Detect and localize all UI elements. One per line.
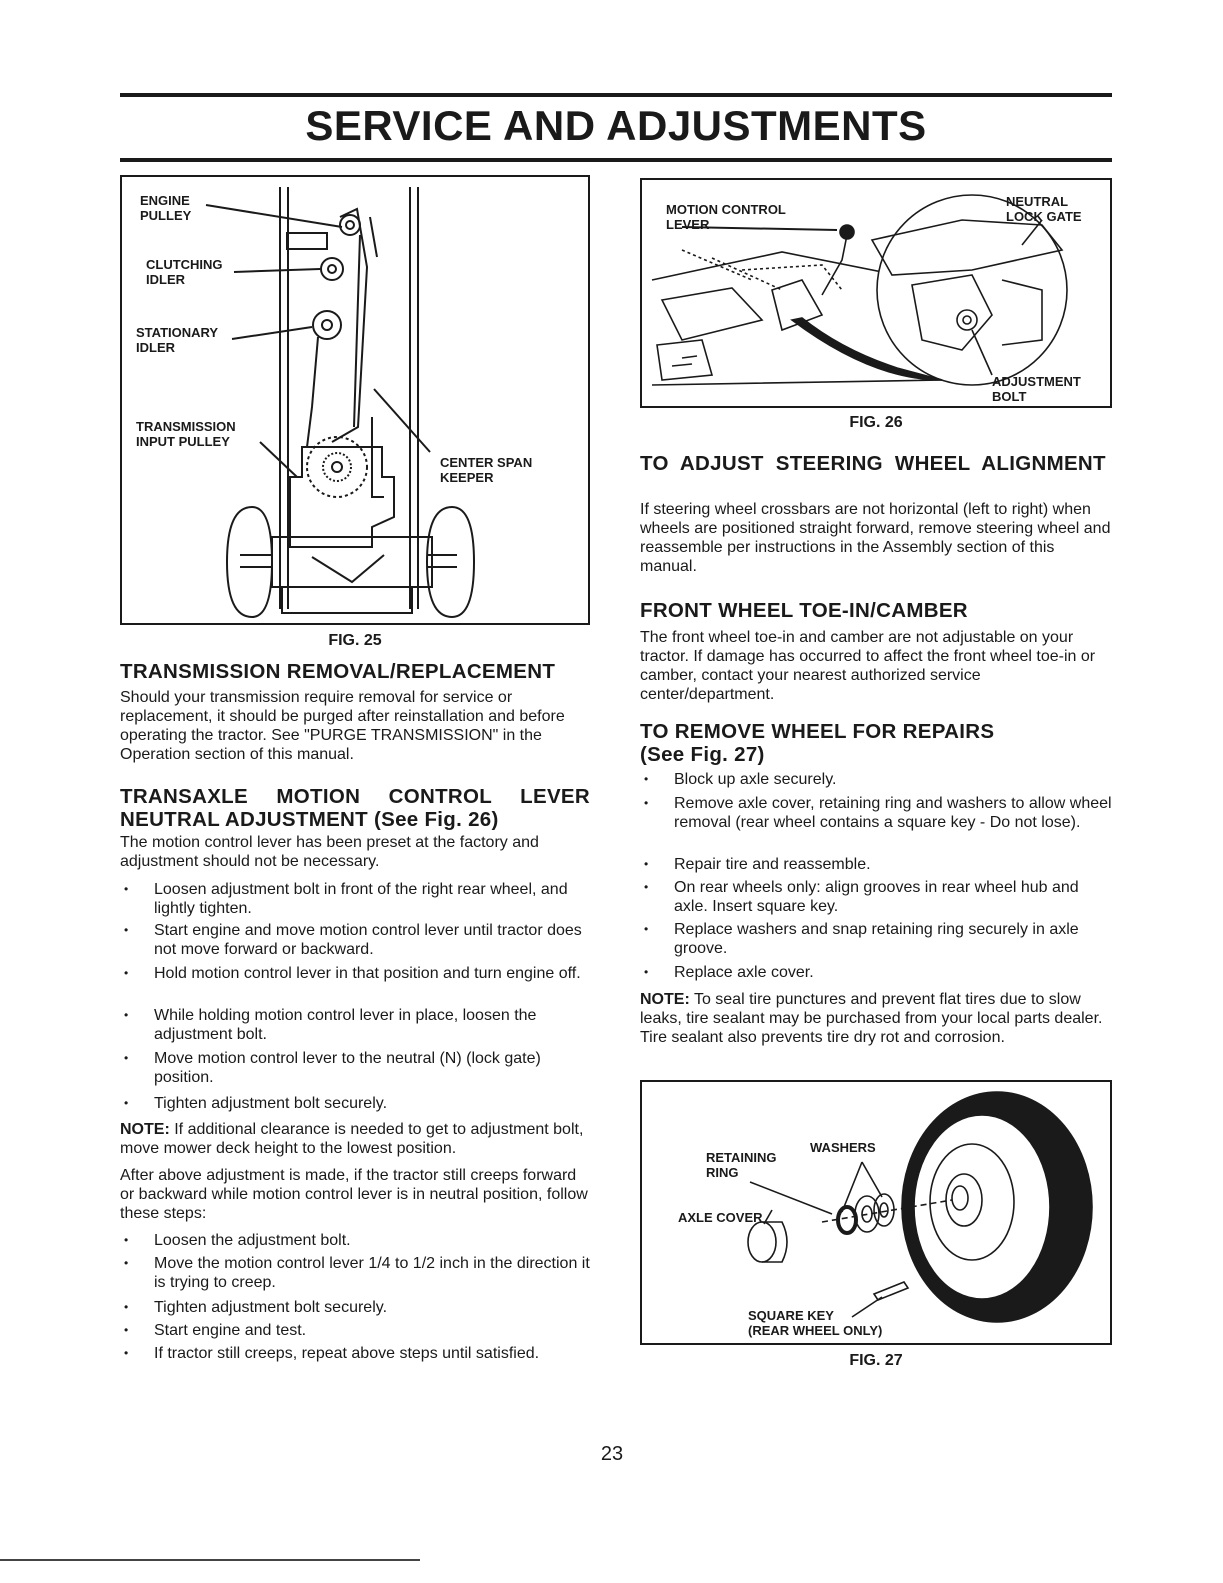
wheel-assembly-drawing (747, 1091, 1093, 1323)
heading-steering-alignment: TO ADJUST STEERING WHEEL ALIGNMENT (640, 452, 1106, 475)
note-clearance: NOTE: If additional clearance is needed … (120, 1120, 590, 1158)
heading-transaxle-neutral: TRANSAXLE MOTION CONTROL LEVER NEUTRAL A… (120, 785, 590, 831)
heading-remove-wheel: TO REMOVE WHEEL FOR REPAIRS (640, 720, 995, 743)
motion-control-drawing (651, 194, 1068, 386)
label-transmission-input-pulley: TRANSMISSION INPUT PULLEY (136, 419, 236, 449)
list-item: Loosen adjustment bolt in front of the r… (120, 880, 590, 918)
list-item: On rear wheels only: align grooves in re… (640, 878, 1112, 916)
list-item: Start engine and test. (120, 1321, 590, 1340)
note-text: To seal tire punctures and prevent flat … (640, 991, 1103, 1046)
fig-26-diagram: MOTION CONTROL LEVER NEUTRAL LOCK GATE A… (640, 178, 1112, 408)
list-item: Move motion control lever to the neutral… (120, 1049, 590, 1087)
label-axle-cover: AXLE COVER (678, 1210, 763, 1225)
fig-27-caption: FIG. 27 (849, 1352, 903, 1369)
fig-26-caption: FIG. 26 (849, 414, 903, 431)
label-retaining-ring: RETAINING RING (706, 1150, 777, 1180)
para-after-adjustment: After above adjustment is made, if the t… (120, 1167, 588, 1222)
list-item: If tractor still creeps, repeat above st… (120, 1344, 590, 1363)
page-title: SERVICE AND ADJUSTMENTS (305, 102, 927, 149)
label-washers: WASHERS (810, 1140, 876, 1155)
subheading-see-fig-27: (See Fig. 27) (640, 743, 765, 766)
bottom-edge-line (0, 1559, 420, 1561)
fig-25-diagram: ENGINE PULLEY CLUTCHING IDLER STATIONARY… (120, 175, 590, 625)
list-item: While holding motion control lever in pl… (120, 1006, 590, 1044)
list-item: Replace washers and snap retaining ring … (640, 920, 1112, 958)
list-item: Block up axle securely. (640, 770, 1112, 789)
page-number: 23 (600, 1443, 624, 1465)
para-transaxle-intro: The motion control lever has been preset… (120, 834, 539, 870)
list-item: Tighten adjustment bolt securely. (120, 1298, 590, 1317)
para-steering-alignment: If steering wheel crossbars are not hori… (640, 501, 1111, 575)
list-item: Remove axle cover, retaining ring and wa… (640, 794, 1112, 832)
label-engine-pulley: ENGINE PULLEY (140, 193, 192, 223)
note-text: If additional clearance is needed to get… (120, 1121, 584, 1157)
heading-toe-in-camber: FRONT WHEEL TOE-IN/CAMBER (640, 599, 968, 622)
note-label: NOTE: (120, 1121, 170, 1138)
list-item: Tighten adjustment bolt securely. (120, 1094, 590, 1113)
fig-25-caption: FIG. 25 (328, 632, 382, 649)
list-item: Replace axle cover. (640, 963, 1112, 982)
label-center-span-keeper: CENTER SPAN KEEPER (440, 455, 533, 485)
label-motion-control-lever: MOTION CONTROL LEVER (666, 202, 786, 232)
list-item: Repair tire and reassemble. (640, 855, 1112, 874)
list-item: Start engine and move motion control lev… (120, 921, 590, 959)
belt-drive-drawing (205, 187, 476, 619)
label-stationary-idler: STATIONARY IDLER (136, 325, 219, 355)
note-label: NOTE: (640, 991, 690, 1008)
list-item: Hold motion control lever in that positi… (120, 964, 590, 983)
header-rule-bottom (120, 158, 1112, 162)
note-tire-sealant: NOTE: To seal tire punctures and prevent… (640, 990, 1112, 1047)
fig-27-diagram: WASHERS RETAINING RING AXLE COVER SQUARE… (640, 1080, 1112, 1345)
para-transmission-removal: Should your transmission require removal… (120, 689, 565, 763)
label-adjustment-bolt: ADJUSTMENT BOLT (992, 374, 1081, 404)
header-rule-top (120, 93, 1112, 97)
label-neutral-lock-gate: NEUTRAL LOCK GATE (1006, 194, 1082, 224)
label-square-key: SQUARE KEY (REAR WHEEL ONLY) (748, 1308, 883, 1338)
list-item: Move the motion control lever 1/4 to 1/2… (120, 1254, 590, 1292)
heading-transmission-removal: TRANSMISSION REMOVAL/REPLACEMENT (120, 660, 556, 683)
list-item: Loosen the adjustment bolt. (120, 1231, 590, 1250)
label-clutching-idler: CLUTCHING IDLER (146, 257, 223, 287)
para-toe-in-camber: The front wheel toe-in and camber are no… (640, 629, 1096, 703)
